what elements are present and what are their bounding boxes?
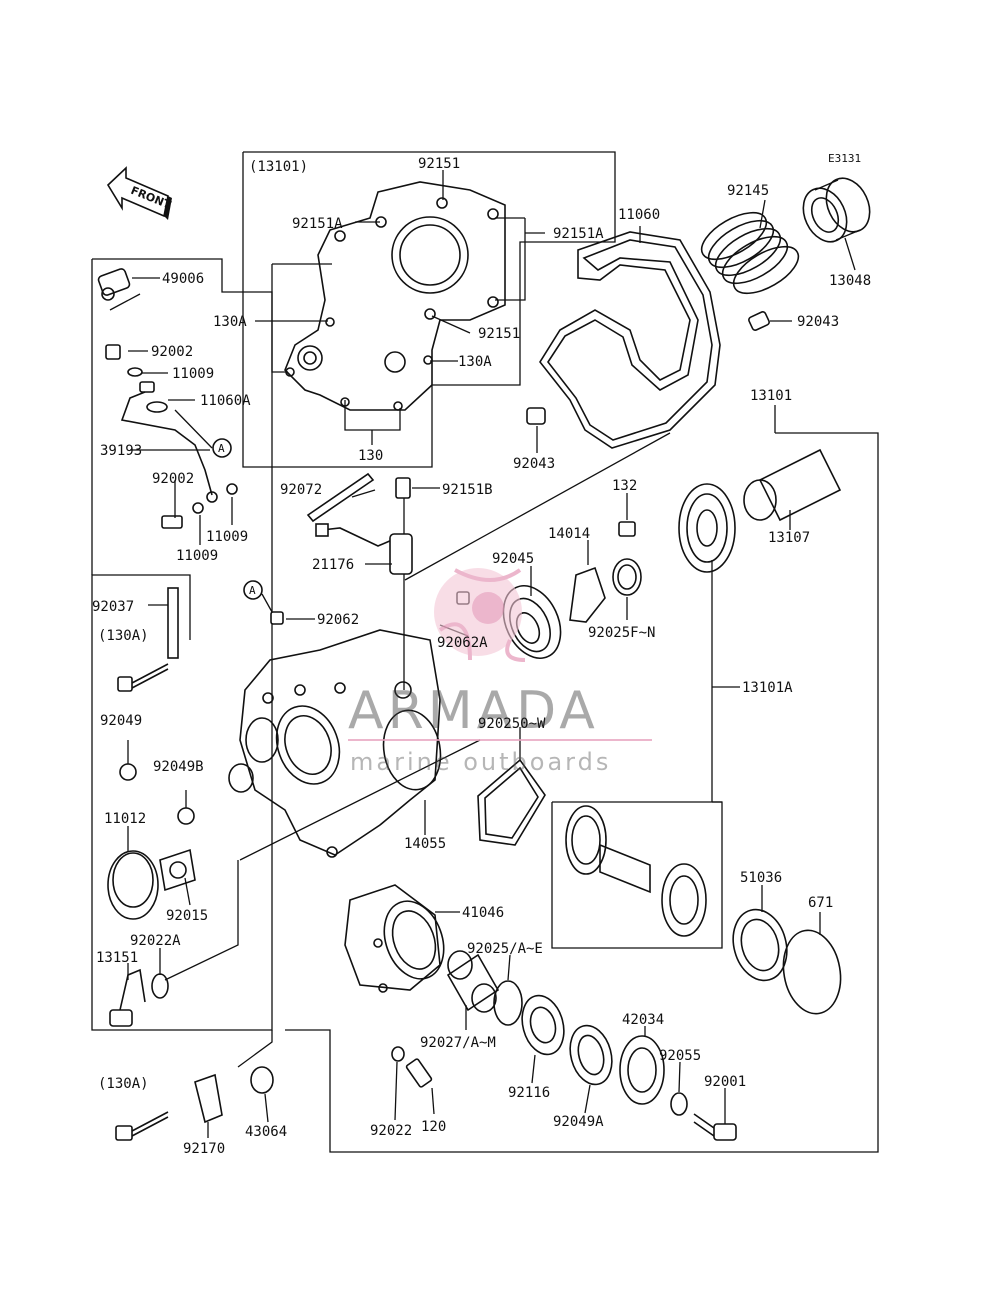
- label-92062: 92062: [317, 612, 359, 628]
- group-frames: [91, 151, 879, 1153]
- callout-a-2-icon: [243, 580, 263, 600]
- label-42034: 42034: [622, 1012, 664, 1028]
- ring-gear: [678, 448, 842, 573]
- label-49006: 49006: [162, 271, 204, 287]
- label-21176: 21176: [312, 557, 354, 573]
- label-92170: 92170: [183, 1141, 225, 1157]
- label-92043-a: 92043: [797, 314, 839, 330]
- label-130a-2: 130A: [458, 354, 492, 370]
- label-130a-paren-1: (130A): [98, 628, 149, 644]
- label-92002-b: 92002: [152, 471, 194, 487]
- label-11009-a: 11009: [172, 366, 214, 382]
- label-14014: 14014: [548, 526, 590, 542]
- bearing-housing: [344, 884, 445, 993]
- label-13107: 13107: [768, 530, 810, 546]
- label-120: 120: [421, 1119, 446, 1135]
- label-92025ae: 92025/A~E: [467, 941, 543, 957]
- front-arrow-icon: FRONT: [106, 166, 173, 220]
- label-14055: 14055: [404, 836, 446, 852]
- pinion-gear-inset: [565, 805, 707, 937]
- drain-fitting: [109, 968, 169, 1027]
- bottom-left-parts: [115, 1046, 433, 1141]
- label-11009-c: 11009: [176, 548, 218, 564]
- label-92022: 92022: [370, 1123, 412, 1139]
- label-92027am: 92027/A~M: [420, 1035, 496, 1051]
- label-92043-b: 92043: [513, 456, 555, 472]
- label-92045: 92045: [492, 551, 534, 567]
- label-13101a: 13101A: [742, 680, 793, 696]
- label-132: 132: [612, 478, 637, 494]
- sensor-group: [306, 472, 413, 575]
- label-92151a-left: 92151A: [292, 216, 343, 232]
- armada-watermark: ARMADA marine outboards: [348, 568, 652, 776]
- label-11060a: 11060A: [200, 393, 251, 409]
- label-13101-paren: (13101): [249, 159, 308, 175]
- label-11060: 11060: [618, 207, 660, 223]
- label-130: 130: [358, 448, 383, 464]
- label-13048: 13048: [829, 273, 871, 289]
- callout-a-1-icon: [212, 438, 232, 458]
- label-92002-a: 92002: [151, 344, 193, 360]
- label-92072: 92072: [280, 482, 322, 498]
- label-a-1: A: [218, 442, 225, 455]
- watermark-tagline: marine outboards: [350, 748, 611, 776]
- label-92055: 92055: [659, 1048, 701, 1064]
- part-labels: E3131 (13101) 92151 92151A 92151A 130A 9…: [92, 152, 871, 1157]
- label-671: 671: [808, 895, 833, 911]
- label-92001: 92001: [704, 1074, 746, 1090]
- label-92151a-right: 92151A: [553, 226, 604, 242]
- label-13101: 13101: [750, 388, 792, 404]
- label-39193: 39193: [100, 443, 142, 459]
- label-51036: 51036: [740, 870, 782, 886]
- label-130a-1: 130A: [213, 314, 247, 330]
- label-130a-paren-2: (130A): [98, 1076, 149, 1092]
- label-92116: 92116: [508, 1085, 550, 1101]
- bolts-left: [117, 587, 254, 825]
- dowel-pins: [526, 311, 770, 425]
- label-92025ow: 920250~W: [478, 716, 546, 732]
- label-a-2: A: [249, 584, 256, 597]
- label-92037: 92037: [92, 599, 134, 615]
- label-11009-b: 11009: [206, 529, 248, 545]
- label-92049: 92049: [100, 713, 142, 729]
- label-92151b: 92151B: [442, 482, 493, 498]
- label-43064: 43064: [245, 1124, 287, 1140]
- label-11012: 11012: [104, 811, 146, 827]
- label-13151: 13151: [96, 950, 138, 966]
- gear-case-cover: [284, 181, 506, 411]
- label-92145: 92145: [727, 183, 769, 199]
- leader-lines: [109, 170, 856, 1138]
- cap-and-nut: [107, 848, 196, 920]
- case-gasket: [477, 758, 546, 846]
- label-92025fn: 92025F~N: [588, 625, 655, 641]
- label-92049b: 92049B: [153, 759, 204, 775]
- label-92151-mid: 92151: [478, 326, 520, 342]
- label-92015: 92015: [166, 908, 208, 924]
- cover-gasket: [539, 231, 721, 449]
- lower-bearing-row: [446, 950, 737, 1141]
- label-92022a: 92022A: [130, 933, 181, 949]
- label-92049a: 92049A: [553, 1114, 604, 1130]
- label-92151-top: 92151: [418, 156, 460, 172]
- watermark-brand: ARMADA: [348, 681, 599, 741]
- clutch-hub: [802, 177, 871, 243]
- breather-hose-group: [97, 268, 238, 529]
- label-92062a: 92062A: [437, 635, 488, 651]
- diagram-code: E3131: [828, 152, 861, 165]
- seal-and-oring: [732, 908, 842, 1015]
- bracket-and-seal: [569, 521, 642, 623]
- label-41046: 41046: [462, 905, 504, 921]
- spring: [700, 211, 800, 295]
